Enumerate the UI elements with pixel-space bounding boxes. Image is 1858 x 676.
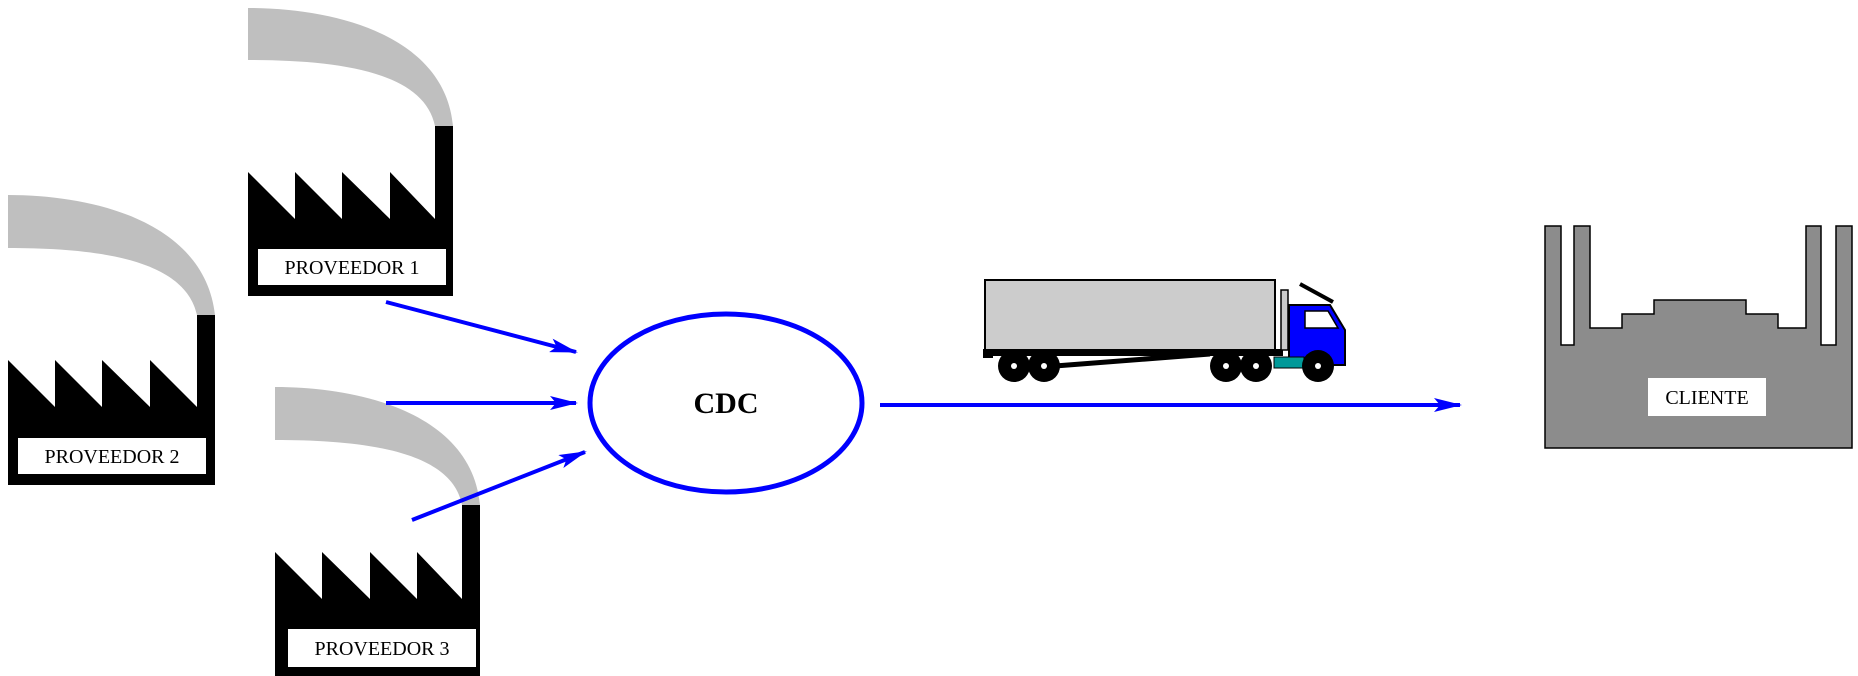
smoke-icon	[248, 8, 453, 126]
factory-proveedor-1: PROVEEDOR 1	[248, 8, 453, 296]
building-icon	[1544, 225, 1853, 449]
smoke-icon	[275, 387, 480, 505]
proveedor-1-label: PROVEEDOR 1	[284, 257, 419, 279]
factory-proveedor-3: PROVEEDOR 3	[275, 387, 480, 676]
truck-icon	[983, 279, 1346, 382]
cliente-building: CLIENTE	[1544, 225, 1853, 449]
smoke-icon	[8, 195, 215, 315]
arrow-proveedor-1-to-cdc	[385, 300, 578, 354]
cdc-node: CDC	[587, 311, 865, 495]
proveedor-3-label: PROVEEDOR 3	[314, 638, 449, 660]
factory-proveedor-2: PROVEEDOR 2	[8, 195, 215, 485]
cdc-label: CDC	[694, 387, 759, 420]
cliente-label: CLIENTE	[1665, 387, 1748, 409]
proveedor-2-label: PROVEEDOR 2	[44, 446, 179, 468]
arrow-proveedor-3-to-cdc	[411, 450, 587, 522]
